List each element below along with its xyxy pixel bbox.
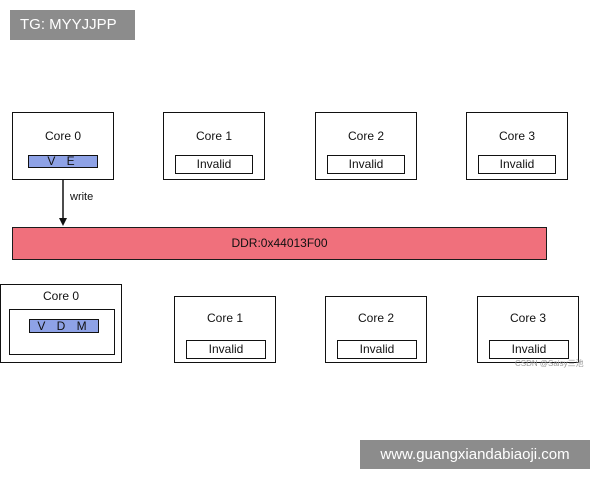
top-core-3-label: Core 3 (498, 129, 536, 143)
top-watermark-badge: TG: MYYJJPP (10, 10, 135, 40)
bottom-core-2-box: Core 2 Invalid (325, 296, 427, 363)
top-core-0-label: Core 0 (44, 129, 82, 143)
bottom-core-1-box: Core 1 Invalid (174, 296, 276, 363)
bottom-core-2-label: Core 2 (357, 311, 395, 325)
ddr-memory-bar: DDR:0x44013F00 (12, 227, 547, 260)
bottom-core-2-state: Invalid (337, 340, 417, 359)
bottom-watermark-badge: www.guangxiandabiaoji.com (360, 440, 590, 469)
write-arrow (59, 180, 67, 226)
top-core-3-box: Core 3 Invalid (466, 112, 568, 180)
bottom-core-1-label: Core 1 (206, 311, 244, 325)
bottom-core-3-box: Core 3 Invalid (477, 296, 579, 363)
top-core-1-state: Invalid (175, 155, 253, 174)
bottom-core-1-state: Invalid (186, 340, 266, 359)
write-arrow-label: write (70, 191, 94, 203)
top-core-1-box: Core 1 Invalid (163, 112, 265, 180)
top-core-2-label: Core 2 (347, 129, 385, 143)
csdn-watermark: CSDN @Saisy三池 (515, 359, 584, 368)
top-core-3-state: Invalid (478, 155, 556, 174)
top-core-0-state: V E (28, 155, 98, 168)
bottom-core-0-box: Core 0 V D M (0, 284, 122, 363)
bottom-core-0-state: V D M (29, 319, 99, 333)
top-core-2-state: Invalid (327, 155, 405, 174)
bottom-core-0-cache-frame (9, 309, 115, 355)
bottom-core-0-label: Core 0 (42, 289, 80, 303)
top-core-1-label: Core 1 (195, 129, 233, 143)
top-core-2-box: Core 2 Invalid (315, 112, 417, 180)
top-core-0-box: Core 0 V E (12, 112, 114, 180)
bottom-core-3-label: Core 3 (509, 311, 547, 325)
bottom-core-3-state: Invalid (489, 340, 569, 359)
